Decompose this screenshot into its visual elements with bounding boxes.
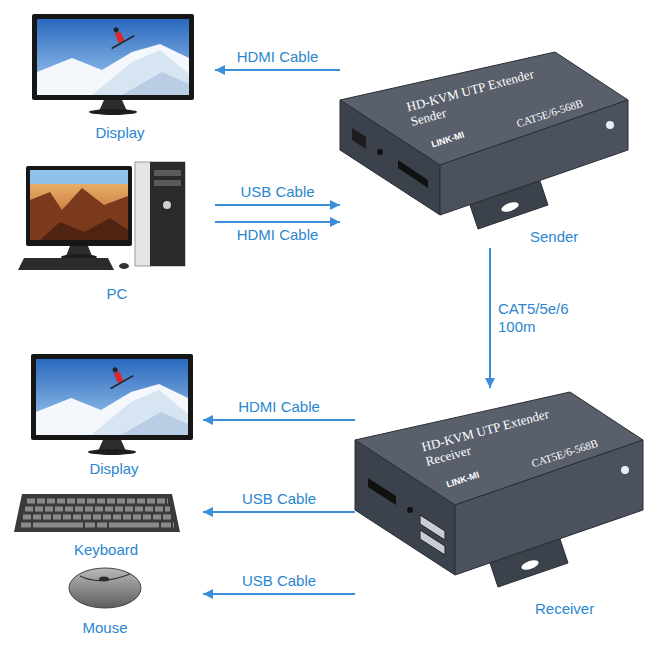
keyboard-illustration xyxy=(23,515,172,520)
display-node: Display xyxy=(25,352,203,478)
cable-arrow xyxy=(215,221,340,223)
device-caption: Mouse xyxy=(7,619,203,637)
device-caption: Display xyxy=(25,124,215,142)
receiver-device xyxy=(520,558,540,571)
mouse-illustration xyxy=(69,568,141,608)
device-caption: Display xyxy=(25,460,203,478)
model-code: CAT5E/6-568B xyxy=(515,97,585,131)
cable-arrow xyxy=(203,593,355,595)
pc-illustration xyxy=(154,180,181,186)
pc-illustration xyxy=(30,170,128,184)
cable-label: USB Cable xyxy=(240,490,318,508)
cable-label: USB Cable xyxy=(238,183,316,201)
sender-device xyxy=(470,181,548,229)
pc-illustration xyxy=(18,162,185,270)
pc-illustration xyxy=(154,170,181,176)
pc-illustration xyxy=(30,170,128,240)
keyboard-illustration xyxy=(21,523,174,528)
mouse-illustration xyxy=(99,577,109,582)
pc-illustration xyxy=(135,162,185,266)
mouse-node: Mouse xyxy=(7,562,203,637)
cable-arrow xyxy=(203,419,355,421)
receiver-device xyxy=(407,507,413,513)
display-monitor xyxy=(31,354,193,455)
sender-device xyxy=(500,200,520,213)
cable-label: HDMI Cable xyxy=(235,226,321,244)
receiver-device xyxy=(355,392,643,587)
cable-label: HDMI Cable xyxy=(235,48,321,66)
display-node: Display xyxy=(25,12,215,142)
pc-illustration xyxy=(30,188,128,240)
keyboard-illustration xyxy=(14,494,180,532)
cable-label: HDMI Cable xyxy=(236,398,322,416)
device-caption: Receiver xyxy=(535,600,594,618)
receiver-device xyxy=(621,466,629,474)
cable-arrow xyxy=(215,69,340,71)
mouse-illustration xyxy=(80,574,130,581)
sender-device xyxy=(352,128,366,149)
device-caption: Keyboard xyxy=(9,541,203,559)
receiver-device xyxy=(420,530,445,555)
mouse-illustration xyxy=(69,568,141,608)
pc-illustration xyxy=(40,218,128,240)
model-code: CAT5E/6-568B xyxy=(530,437,600,471)
pc-illustration xyxy=(18,258,114,270)
cable-arrow xyxy=(203,511,355,513)
display-monitor xyxy=(32,14,194,115)
cable-arrow xyxy=(215,204,340,206)
receiver-device xyxy=(368,478,396,505)
pc-illustration xyxy=(163,201,171,209)
pc-illustration xyxy=(119,263,129,269)
cable-label: CAT5/5e/6 100m xyxy=(496,300,590,336)
device-caption: Sender xyxy=(530,228,578,246)
keyboard-node: Keyboard xyxy=(9,486,203,559)
receiver-node: LINK-MIHD-KVM UTP Extender ReceiverCAT5E… xyxy=(355,388,645,623)
keyboard-illustration xyxy=(14,494,180,532)
keyboard-illustration xyxy=(27,499,168,504)
sender-device xyxy=(398,160,428,188)
cable-arrow xyxy=(489,248,491,388)
sender-device xyxy=(377,149,383,155)
pc-illustration xyxy=(26,166,132,246)
device-caption: PC xyxy=(19,285,215,303)
sender-device xyxy=(340,52,628,229)
brand-logo: LINK-MI xyxy=(445,469,481,490)
pc-illustration xyxy=(150,162,185,266)
sender-node: LINK-MIHD-KVM UTP Extender SenderCAT5E/6… xyxy=(340,48,632,248)
receiver-device xyxy=(490,539,568,587)
pc-node: PC xyxy=(19,158,215,303)
cable-label: USB Cable xyxy=(240,572,318,590)
sender-device xyxy=(606,121,614,129)
keyboard-illustration xyxy=(25,507,170,512)
brand-logo: LINK-MI xyxy=(430,129,466,150)
